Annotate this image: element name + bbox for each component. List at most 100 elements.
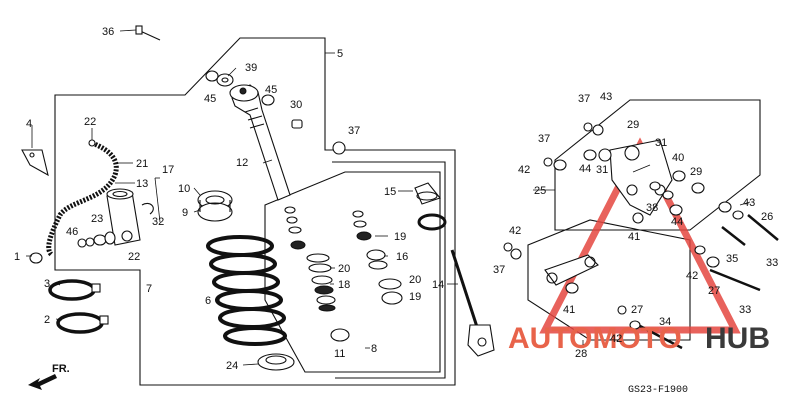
- callout-34: 34: [659, 316, 671, 328]
- callout-19b: 19: [409, 291, 421, 303]
- cap-15: [414, 182, 441, 205]
- bracket-4: [21, 149, 49, 177]
- callout-19a: 19: [394, 231, 406, 243]
- clamp-32: [141, 202, 154, 215]
- shock-body-12: [229, 84, 291, 201]
- callout-14: 14: [432, 279, 444, 291]
- bolts-linkage: [639, 214, 779, 350]
- front-direction-arrow: FR.: [28, 363, 70, 390]
- valve-stack-16: [352, 210, 388, 270]
- callout-8: 8: [371, 343, 377, 355]
- callout-21: 21: [136, 158, 148, 170]
- bushing-1: [29, 252, 43, 264]
- callout-32: 32: [152, 216, 164, 228]
- callout-23: 23: [91, 213, 103, 225]
- callout-20a: 20: [338, 263, 350, 275]
- bushing-39: [216, 73, 234, 87]
- seal-45a: [205, 70, 219, 82]
- frame-outer: [54, 37, 456, 386]
- link-arm-28: [544, 254, 599, 286]
- callout-15: 15: [384, 186, 396, 198]
- seal-45b: [261, 94, 275, 106]
- seal-ring: [417, 213, 447, 231]
- callout-43b: 43: [743, 197, 755, 209]
- link-plate-25: [609, 139, 673, 216]
- callout-20b: 20: [409, 274, 421, 286]
- diagram-code: GS23-F1900: [628, 385, 688, 396]
- callout-7: 7: [146, 283, 152, 295]
- callout-35: 35: [726, 253, 738, 265]
- watermark-text-a: AUTOMOTO: [508, 322, 682, 355]
- collar-30: [291, 119, 303, 129]
- callout-45b: 45: [265, 84, 277, 96]
- callout-36: 36: [102, 26, 114, 38]
- callout-18: 18: [338, 279, 350, 291]
- callout-16: 16: [396, 251, 408, 263]
- spring-6: [206, 235, 287, 346]
- bushings-linkage: [503, 122, 744, 330]
- callout-13: 13: [136, 178, 148, 190]
- frame-inner-line: [332, 161, 446, 379]
- callout-38: 38: [646, 202, 658, 214]
- callouts: 36 5 39 45 45 30 37 4 22 21 17 13 12 10 …: [14, 26, 778, 372]
- callout-41a: 41: [628, 231, 640, 243]
- callout-43a: 43: [600, 91, 612, 103]
- hose-21: [46, 139, 119, 258]
- callout-31b: 31: [655, 137, 667, 149]
- callout-27b: 27: [631, 304, 643, 316]
- watermark-text-b: HUB: [705, 322, 770, 355]
- callout-40: 40: [672, 152, 684, 164]
- ring-19b: [378, 278, 403, 305]
- callout-37d: 37: [493, 264, 505, 276]
- watermark-triangle: [539, 137, 741, 334]
- frame-linkage-lower: [527, 219, 691, 341]
- valve-stack-18: [284, 206, 336, 312]
- callout-42b: 42: [509, 225, 521, 237]
- callout-24: 24: [226, 360, 238, 372]
- frame-linkage-upper: [554, 99, 761, 231]
- callout-22b: 22: [128, 251, 140, 263]
- clamp-3: [48, 279, 101, 301]
- callout-25: 25: [534, 185, 546, 197]
- leader-lines: [26, 29, 751, 366]
- callout-10: 10: [178, 183, 190, 195]
- callout-4: 4: [26, 118, 32, 130]
- oring-11: [330, 328, 350, 342]
- spring-seat-24: [257, 353, 295, 371]
- callout-17: 17: [162, 164, 174, 176]
- callout-26: 26: [761, 211, 773, 223]
- clamp-2: [56, 312, 109, 334]
- callout-33a: 33: [766, 257, 778, 269]
- callout-5: 5: [337, 48, 343, 60]
- callout-27a: 27: [708, 285, 720, 297]
- callout-33b: 33: [739, 304, 751, 316]
- callout-37c: 37: [538, 133, 550, 145]
- callout-28: 28: [575, 348, 587, 360]
- callout-3: 3: [44, 278, 50, 290]
- callout-22a: 22: [84, 116, 96, 128]
- callout-37a: 37: [348, 125, 360, 137]
- front-label: FR.: [52, 363, 70, 375]
- damper-rod-14: [450, 249, 495, 357]
- callout-46: 46: [66, 226, 78, 238]
- adjuster-9: [197, 190, 233, 222]
- callout-39: 39: [245, 62, 257, 74]
- callout-9: 9: [182, 207, 188, 219]
- callout-44a: 44: [579, 163, 591, 175]
- frame-damper-a: [264, 171, 441, 373]
- callout-6: 6: [205, 295, 211, 307]
- callout-44b: 44: [671, 216, 683, 228]
- callout-1: 1: [14, 251, 20, 263]
- callout-42a: 42: [518, 164, 530, 176]
- callout-41b: 41: [563, 304, 575, 316]
- callout-37b: 37: [578, 93, 590, 105]
- bolt-36: [135, 25, 161, 41]
- callout-42d: 42: [610, 333, 622, 345]
- callout-29b: 29: [690, 166, 702, 178]
- nut-37a: [332, 141, 346, 155]
- callout-12: 12: [236, 157, 248, 169]
- callout-45a: 45: [204, 93, 216, 105]
- callout-2: 2: [44, 314, 50, 326]
